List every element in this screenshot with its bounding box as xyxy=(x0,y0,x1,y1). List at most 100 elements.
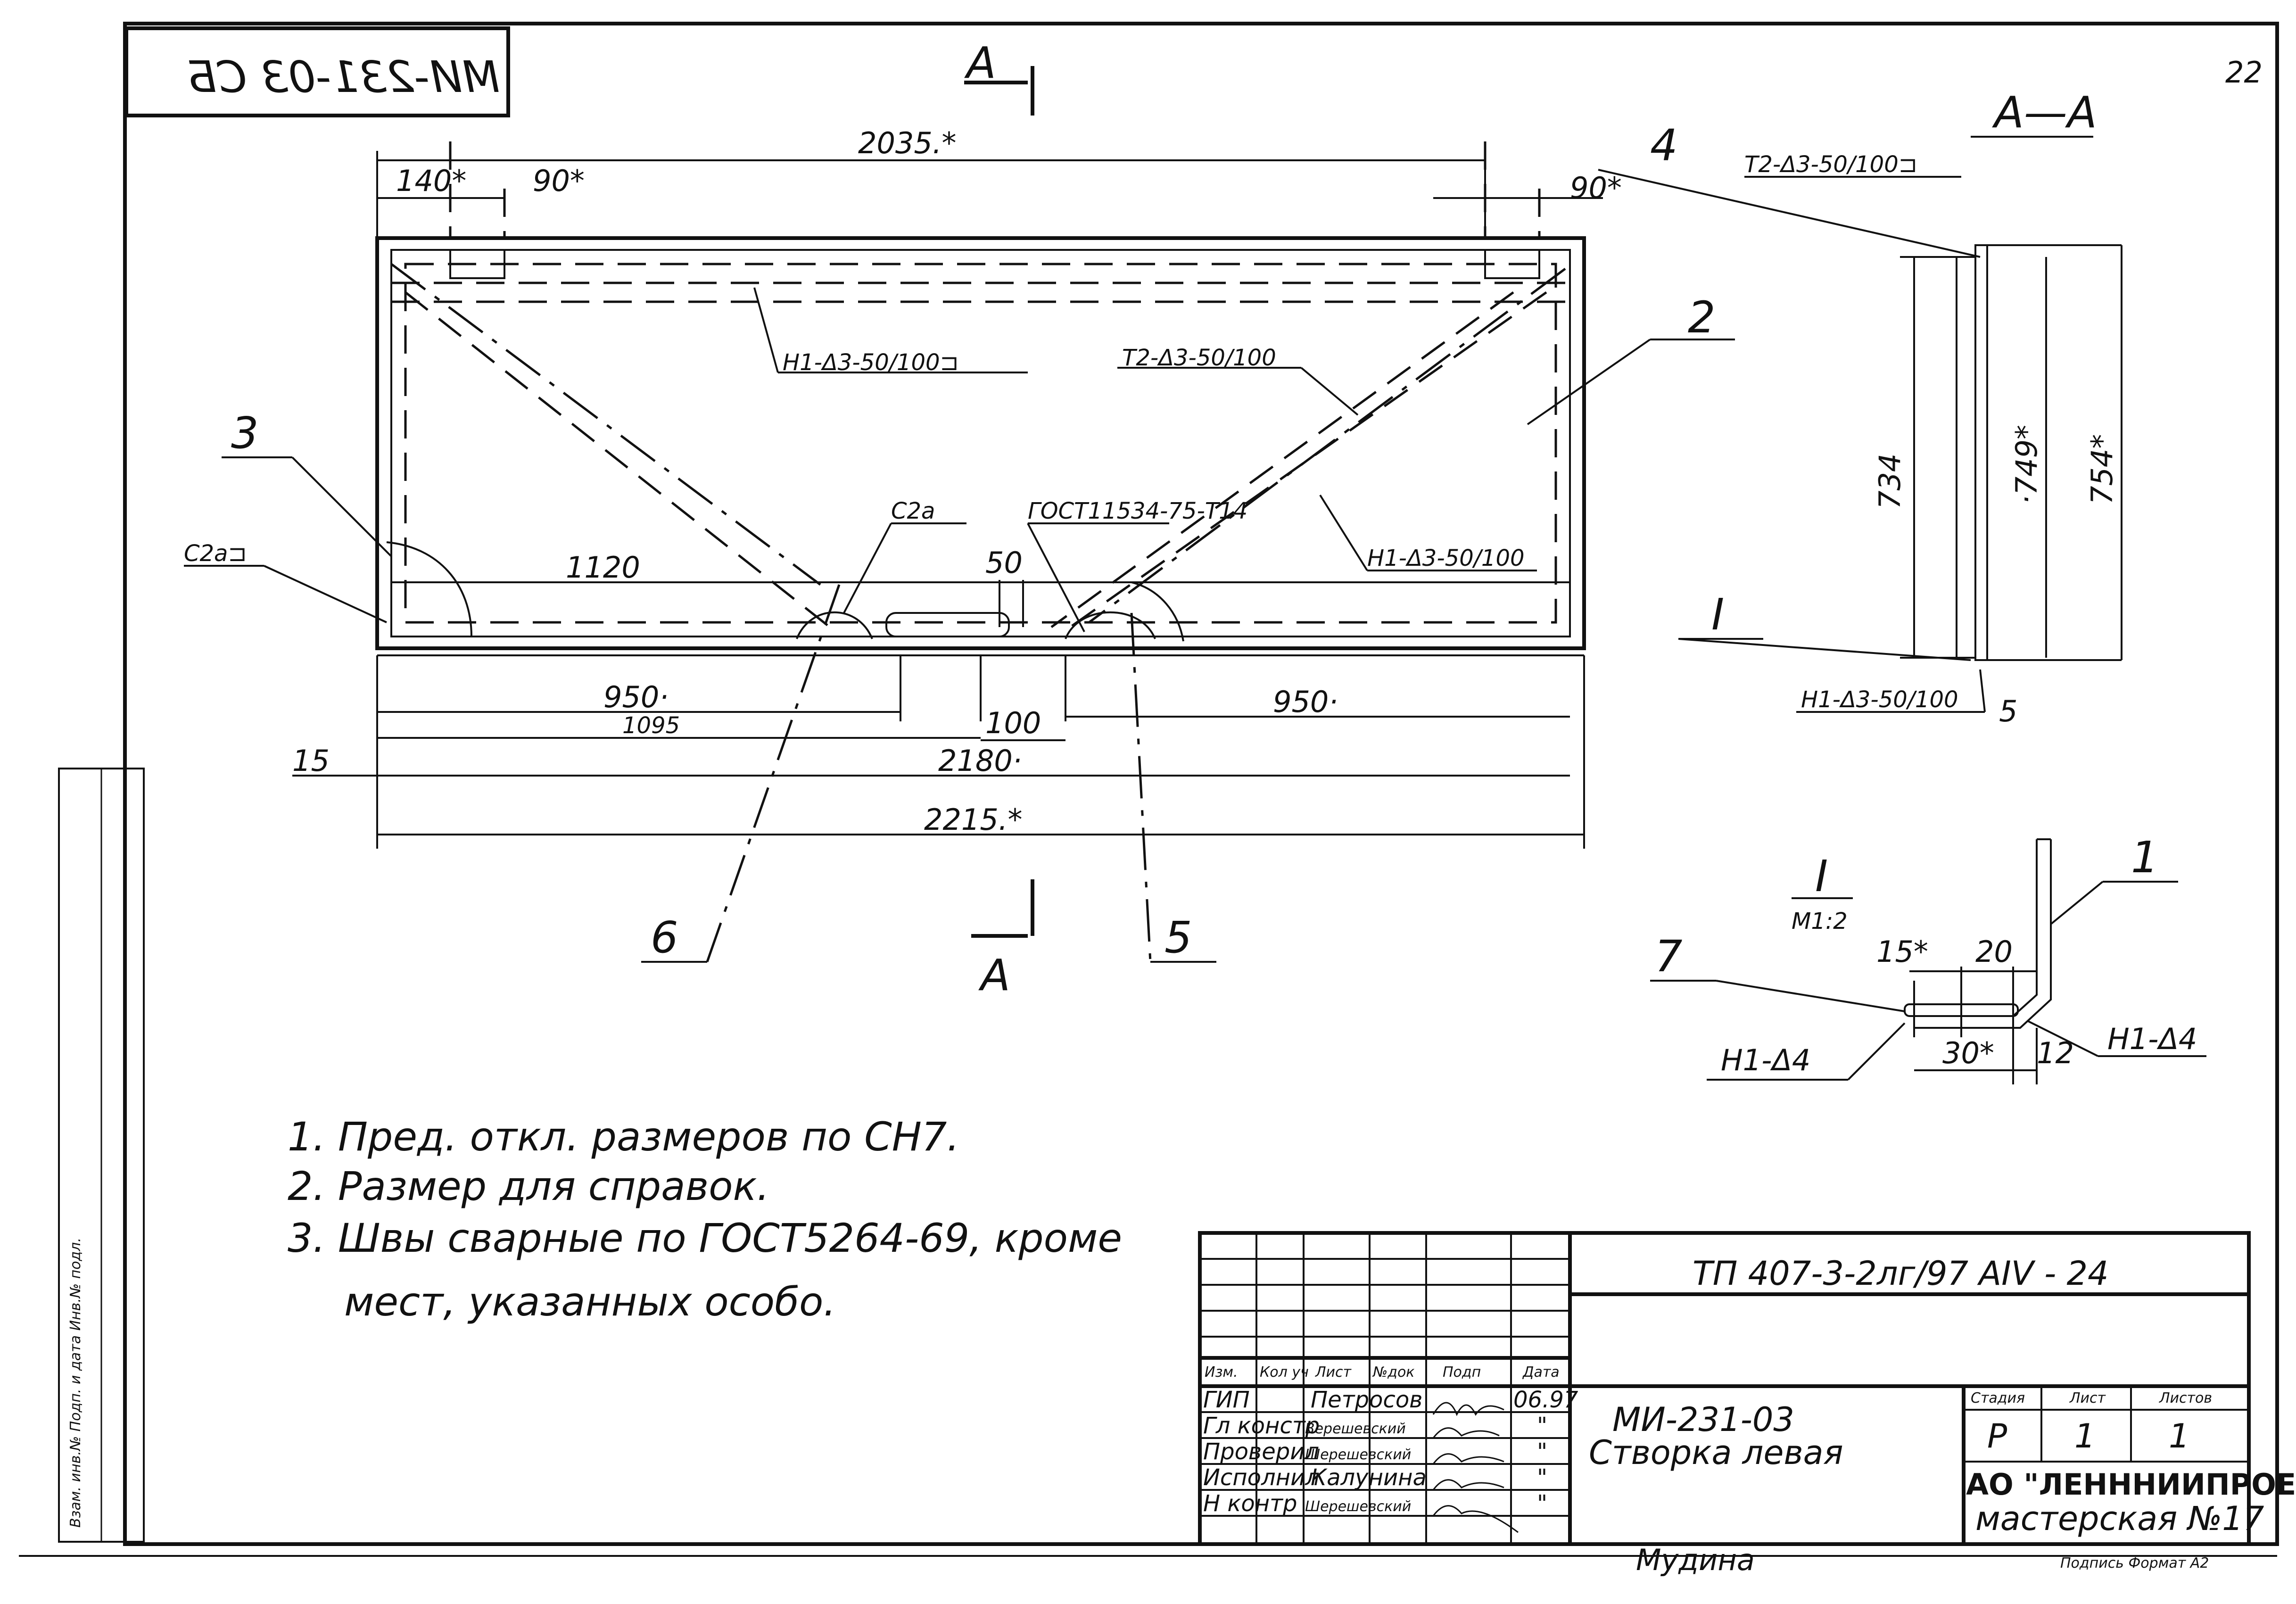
main-callouts: 2 3 6 5 xyxy=(222,292,1735,963)
tb-date-0: 06.97 xyxy=(1513,1387,1578,1413)
weld-label-c2a-center: С2а xyxy=(891,498,935,524)
note-3-cont: мест, указанных особо. xyxy=(344,1279,836,1325)
callout-4: 4 xyxy=(1650,120,1678,171)
tb-header-doc: №док xyxy=(1372,1364,1414,1381)
tb-name-3: Калунина xyxy=(1311,1464,1427,1491)
doc-title: Створка левая xyxy=(1589,1433,1843,1472)
signature-2 xyxy=(1432,1453,1504,1464)
sheet-number: 22 xyxy=(2225,55,2263,90)
title-block: ТП 407-3-2лг/97 АIV - 24 Изм. Кол уч Лис… xyxy=(1198,1231,2296,1577)
footer-signature: Мудина xyxy=(1636,1543,1755,1577)
notes: 1. Пред. откл. размеров по СН7. 2. Разме… xyxy=(288,1114,1122,1325)
note-2: 2. Размер для справок. xyxy=(288,1163,769,1209)
tb-role-0: ГИП xyxy=(1203,1387,1250,1413)
sheet-frame: Взам. инв.№ Подп. и дата Инв.№ подл. xyxy=(19,22,2279,1557)
dim-950-right: 950· xyxy=(1273,685,1338,719)
dim-2035: 2035.* xyxy=(858,126,957,160)
stage-header-stadia: Стадия xyxy=(1971,1390,2025,1406)
project-code: ТП 407-3-2лг/97 АIV - 24 xyxy=(1693,1254,2109,1293)
tb-date-1: " xyxy=(1537,1413,1547,1439)
dim-749: ·749* xyxy=(2009,425,2044,504)
org-line-1: АО "ЛЕНННИИПРОЕКТ" xyxy=(1966,1467,2296,1502)
callout-5-section: 5 xyxy=(1999,694,2017,728)
callout-5: 5 xyxy=(1165,912,1192,963)
dim-1120: 1120 xyxy=(566,550,640,585)
tb-header-list: Лист xyxy=(1315,1364,1352,1381)
detail-weld-left: Н1-Δ4 xyxy=(1721,1043,1810,1077)
main-view xyxy=(375,141,1586,962)
dim-90-right: 90* xyxy=(1570,171,1622,205)
dim-140: 140* xyxy=(396,164,466,198)
tb-header-kol: Кол уч xyxy=(1260,1364,1309,1381)
callout-7: 7 xyxy=(1655,931,1683,982)
detail-view: I М1:2 15* 20 30* 12 1 7 Н1-Δ4 Н1-Δ4 xyxy=(1650,832,2206,1084)
dim-754: 754* xyxy=(2085,434,2119,504)
dim-15-detail: 15* xyxy=(1876,934,1928,969)
tb-header-izm: Изм. xyxy=(1205,1364,1238,1381)
signature-3 xyxy=(1432,1479,1504,1490)
main-weld-labels: Н1-Δ3-50/100⊐ Т2-Δ3-50/100 Н1-Δ3-50/100 … xyxy=(184,287,1537,632)
weld-label-gost: ГОСТ11534-75-Т14 xyxy=(1028,498,1247,524)
dim-50: 50 xyxy=(985,546,1023,580)
callout-6: 6 xyxy=(651,912,678,963)
section-marker-top: А xyxy=(964,38,996,88)
dim-950-left: 950· xyxy=(603,680,669,714)
section-marker-bottom: А xyxy=(978,950,1010,1000)
tb-date-2: " xyxy=(1537,1439,1547,1465)
section-title: А—А xyxy=(1992,87,2097,138)
detail-label: I xyxy=(1815,851,1828,901)
dim-2215: 2215.* xyxy=(924,802,1023,837)
tb-name-0: Петросов xyxy=(1311,1387,1422,1413)
section-weld-bottom: Н1-Δ3-50/100 xyxy=(1801,686,1958,713)
dim-90-left: 90* xyxy=(533,164,585,198)
mirrored-stamp-text: МИ-231-03 СБ xyxy=(187,52,500,102)
tb-header-sign: Подп xyxy=(1443,1364,1481,1381)
tb-role-1: Гл констр xyxy=(1203,1413,1320,1439)
dim-2180: 2180· xyxy=(938,744,1022,778)
tb-header-date: Дата xyxy=(1522,1364,1560,1381)
stage-header-list: Лист xyxy=(2069,1390,2106,1406)
doc-code: МИ-231-03 xyxy=(1612,1400,1794,1439)
signature-1 xyxy=(1432,1427,1500,1439)
signature-0 xyxy=(1432,1402,1504,1416)
detail-scale: М1:2 xyxy=(1792,908,1848,934)
note-1: 1. Пред. откл. размеров по СН7. xyxy=(288,1114,959,1160)
sheet-value: 1 xyxy=(2074,1417,2096,1455)
dim-734: 734 xyxy=(1873,454,1907,509)
dim-100: 100 xyxy=(985,706,1041,740)
main-dimensions: 2035.* 140* 90* 90* 1120 50 950· 1095 10… xyxy=(292,126,1622,849)
tb-date-4: " xyxy=(1537,1490,1547,1517)
weld-label-c2a-left: С2а⊐ xyxy=(184,540,247,567)
weld-label-t2: Т2-Δ3-50/100 xyxy=(1122,345,1276,371)
stage-value: Р xyxy=(1987,1417,2007,1455)
dim-1095: 1095 xyxy=(622,712,680,739)
dim-30: 30* xyxy=(1942,1036,1994,1070)
tb-name-2: Шерешевский xyxy=(1305,1447,1411,1463)
section-markers: А А xyxy=(964,38,1034,1000)
note-3: 3. Швы сварные по ГОСТ5264-69, кроме xyxy=(288,1215,1122,1261)
stage-header-listov: Листов xyxy=(2159,1390,2212,1406)
org-line-2: мастерская №17 xyxy=(1975,1499,2264,1538)
callout-3: 3 xyxy=(231,408,259,458)
section-weld-top: Т2-Δ3-50/100⊐ xyxy=(1744,151,1917,178)
callout-2: 2 xyxy=(1688,292,1716,343)
footer-format: Подпись Формат А2 xyxy=(2060,1555,2209,1571)
tb-name-1: Верешевский xyxy=(1305,1421,1406,1437)
tb-role-3: Исполнил xyxy=(1203,1464,1320,1491)
dim-15: 15 xyxy=(292,744,330,778)
dim-20: 20 xyxy=(1975,934,2013,969)
tb-role-2: Проверил xyxy=(1203,1439,1319,1465)
side-strip-text: Взам. инв.№ Подп. и дата Инв.№ подл. xyxy=(67,1238,84,1528)
mirrored-stamp: МИ-231-03 СБ xyxy=(124,26,510,117)
signature-4 xyxy=(1432,1505,1519,1533)
section-mark-i: I xyxy=(1711,589,1724,640)
tb-role-4: Н контр xyxy=(1203,1490,1297,1517)
detail-weld-right: Н1-Δ4 xyxy=(2107,1022,2197,1056)
weld-label-h1: Н1-Δ3-50/100 xyxy=(1367,545,1525,571)
tb-name-4: Шерешевский xyxy=(1305,1498,1411,1515)
sheets-value: 1 xyxy=(2169,1417,2190,1455)
callout-1: 1 xyxy=(2131,832,2159,883)
weld-label-top: Н1-Δ3-50/100⊐ xyxy=(783,349,959,376)
section-view: А—А 734 ·749* 754* Т2-Δ3-50/100⊐ 4 Н1-Δ3… xyxy=(1598,87,2123,728)
